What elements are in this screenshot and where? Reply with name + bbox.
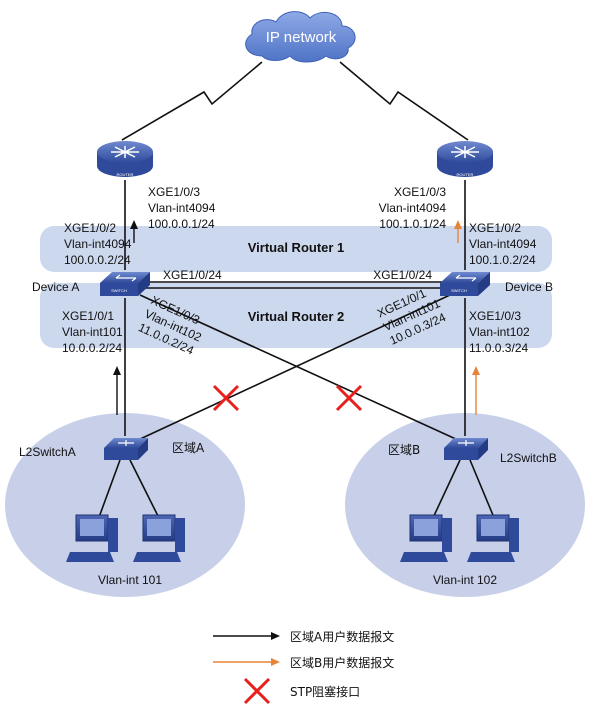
cross-link-device-a-l2switch-b [139, 294, 459, 441]
port-a-vr1-if: XGE1/0/2 [64, 221, 116, 235]
ip-network-cloud: IP network [245, 11, 356, 63]
legend-black-arrow-label: 区域A用户数据报文 [290, 629, 394, 644]
virtual-router-1-label: Virtual Router 1 [248, 240, 345, 255]
link-l2b-pc2 [469, 459, 496, 521]
virtual-router-2-band [40, 283, 552, 348]
port-label-b-link: XGE1/0/24 [373, 268, 432, 282]
device-a-label: Device A [32, 280, 79, 294]
port-a-down-vlan: Vlan-int101 [62, 325, 123, 339]
port-b-vr1-if: XGE1/0/2 [469, 221, 521, 235]
port-label-a-link: XGE1/0/24 [163, 268, 222, 282]
port-label-a-down: XGE1/0/1 Vlan-int101 10.0.0.2/24 [62, 309, 123, 355]
device-a-switch-icon: SWITCH [100, 272, 150, 296]
stp-block-icon-right [335, 384, 363, 412]
port-label-b-up: XGE1/0/3 Vlan-int4094 100.1.0.1/24 [379, 185, 447, 231]
arrow-area-b-up [472, 366, 480, 415]
arrow-area-a-router [130, 220, 138, 243]
link-l2b-pc1 [431, 459, 461, 521]
port-b-vr1-ip: 100.1.0.2/24 [469, 253, 536, 267]
vlan-101-label: Vlan-int 101 [98, 573, 162, 587]
port-b-down-if: XGE1/0/3 [469, 309, 521, 323]
legend-stp-x-icon [243, 677, 271, 705]
arrow-area-b-router [454, 220, 462, 243]
l2switch-b-icon [444, 438, 488, 460]
port-a-down-ip: 10.0.0.2/24 [62, 341, 122, 355]
port-a-up-vlan: Vlan-int4094 [148, 201, 216, 215]
arrow-area-a-up [113, 366, 121, 415]
port-a-vr1-vlan: Vlan-int4094 [64, 237, 132, 251]
cloud-label: IP network [266, 29, 337, 46]
l2switch-a-icon [104, 438, 148, 460]
l2switch-a-label: L2SwitchA [19, 445, 76, 459]
pc-a2-icon [133, 514, 185, 562]
port-b-up-ip: 100.1.0.1/24 [379, 217, 446, 231]
port-label-b-down: XGE1/0/3 Vlan-int102 11.0.0.3/24 [469, 309, 530, 355]
router-b-icon: ROUTER [437, 141, 493, 177]
device-a-tag: SWITCH [111, 288, 127, 293]
port-label-b-vr1: XGE1/0/2 Vlan-int4094 100.1.0.2/24 [469, 221, 537, 267]
router-a-icon: ROUTER [97, 141, 153, 177]
device-b-label: Device B [505, 280, 553, 294]
pc-b1-icon [400, 514, 452, 562]
port-label-a-vr1: XGE1/0/2 Vlan-int4094 100.0.0.2/24 [64, 221, 132, 267]
port-a-down-if: XGE1/0/1 [62, 309, 114, 323]
port-b-down-vlan: Vlan-int102 [469, 325, 530, 339]
pc-a1-icon [66, 514, 118, 562]
device-b-switch-icon: SWITCH [440, 272, 490, 296]
region-a-label: 区域A [172, 441, 205, 455]
legend-black-arrow-icon [213, 632, 280, 640]
router-b-tag: ROUTER [457, 172, 474, 177]
vlan-102-label: Vlan-int 102 [433, 573, 497, 587]
port-a-vr1-ip: 100.0.0.2/24 [64, 253, 131, 267]
wan-link-right [339, 61, 469, 141]
virtual-router-1-band [40, 226, 552, 272]
virtual-router-2-label: Virtual Router 2 [248, 309, 345, 324]
link-l2a-pc1 [97, 459, 121, 521]
port-b-up-vlan: Vlan-int4094 [379, 201, 447, 215]
link-l2a-pc2 [129, 459, 161, 521]
router-a-tag: ROUTER [117, 172, 134, 177]
cross-link-device-b-l2switch-a [137, 294, 451, 441]
pc-b2-icon [467, 514, 519, 562]
legend-stp-label: STP阻塞接口 [290, 684, 360, 699]
legend: 区域A用户数据报文 区域B用户数据报文 STP阻塞接口 [213, 629, 394, 705]
port-a-up-if: XGE1/0/3 [148, 185, 200, 199]
legend-orange-arrow-label: 区域B用户数据报文 [290, 655, 394, 670]
port-label-a-up: XGE1/0/3 Vlan-int4094 100.0.0.1/24 [148, 185, 216, 231]
port-b-up-if: XGE1/0/3 [394, 185, 446, 199]
port-b-down-ip: 11.0.0.3/24 [469, 341, 528, 355]
port-b-vr1-vlan: Vlan-int4094 [469, 237, 537, 251]
l2switch-b-label: L2SwitchB [500, 451, 557, 465]
stp-block-icon-left [212, 384, 240, 412]
port-a-up-ip: 100.0.0.1/24 [148, 217, 215, 231]
wan-link-left [121, 61, 263, 141]
legend-orange-arrow-icon [213, 658, 280, 666]
region-b-label: 区域B [388, 443, 420, 457]
region-b-ellipse [345, 413, 585, 597]
device-b-tag: SWITCH [451, 288, 467, 293]
